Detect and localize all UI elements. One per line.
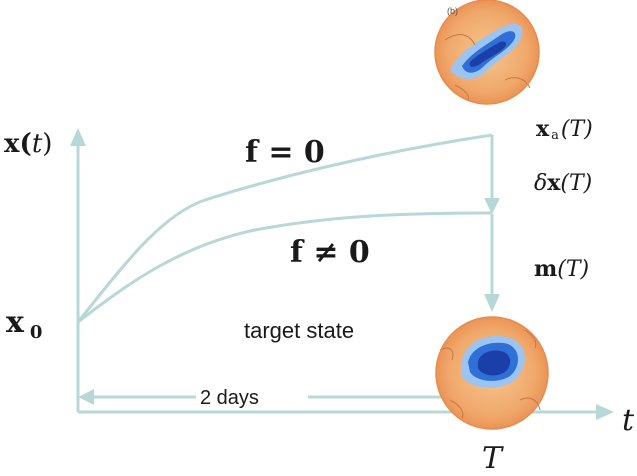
curve-forced <box>77 211 493 324</box>
top-polar-map-icon <box>434 0 540 105</box>
t-label: T <box>482 441 504 476</box>
bottom-polar-map-icon <box>435 316 549 430</box>
y-axis-arrowhead <box>70 128 86 146</box>
model-arrowhead <box>484 294 500 312</box>
target-state-label: target state <box>244 318 354 343</box>
x-axis-label: t <box>622 403 635 438</box>
curve-label-forced: f ≠ 0 <box>290 235 370 270</box>
increment-arrowhead <box>484 198 500 214</box>
increment-label: δx(T) <box>534 170 592 196</box>
panel-tag: (b) <box>447 6 458 16</box>
curve-label-unforced: f = 0 <box>245 135 325 170</box>
duration-label: 2 days <box>200 387 259 409</box>
y-axis-label: x(t) <box>4 129 52 159</box>
x-axis-arrowhead <box>596 404 614 420</box>
curve-unforced <box>76 133 493 323</box>
model-label: m(T) <box>534 256 589 282</box>
duration-arrowhead-left <box>78 389 94 405</box>
